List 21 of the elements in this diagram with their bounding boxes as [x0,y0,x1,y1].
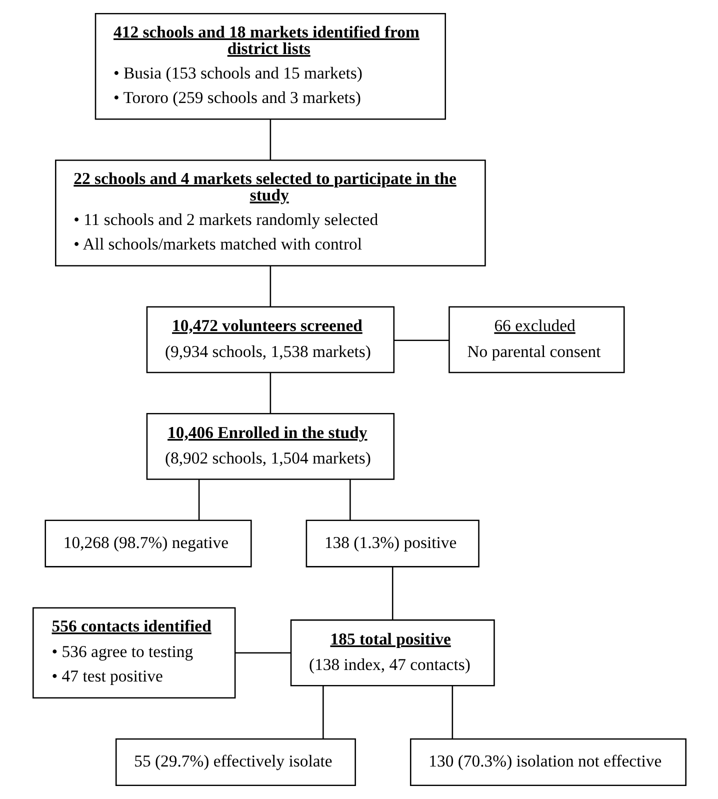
connector [349,479,350,520]
node-box: 556 contacts identified • 536 agree to testing • 47 test positive [32,607,236,699]
node-box: 185 total positive (138 index, 47 contacts) [290,619,494,686]
connector [391,566,393,620]
connector [269,119,271,160]
node-box: 66 excluded No parental consent [448,306,624,374]
connector [451,686,453,739]
connector [322,686,324,739]
node-box: 10,268 (98.7%) negative [44,520,252,568]
connector [394,340,448,341]
connector [234,652,290,654]
connector [269,266,271,307]
node-box: 412 schools and 18 markets identified from district lists • Busia (153 schools and 15 markets) • Tororo (259 schools and 3 markets) [94,13,446,120]
node-box: 10,406 Enrolled in the study (8,902 schools, 1,504 markets) [146,413,394,480]
connector [198,479,200,520]
node-box: 130 (70.3%) isolation not effective [409,738,686,786]
node-box: 55 (29.7%) effectively isolate [114,738,356,786]
node-box: 22 schools and 4 markets selected to participate in the study • 11 schools and 2 markets randomly selected • All schools/markets matched with control [54,160,486,266]
node-box: 10,472 volunteers screened (9,934 schools, 1,538 markets) [146,306,394,374]
connector [269,372,271,414]
node-box: 138 (1.3%) positive [305,520,479,568]
